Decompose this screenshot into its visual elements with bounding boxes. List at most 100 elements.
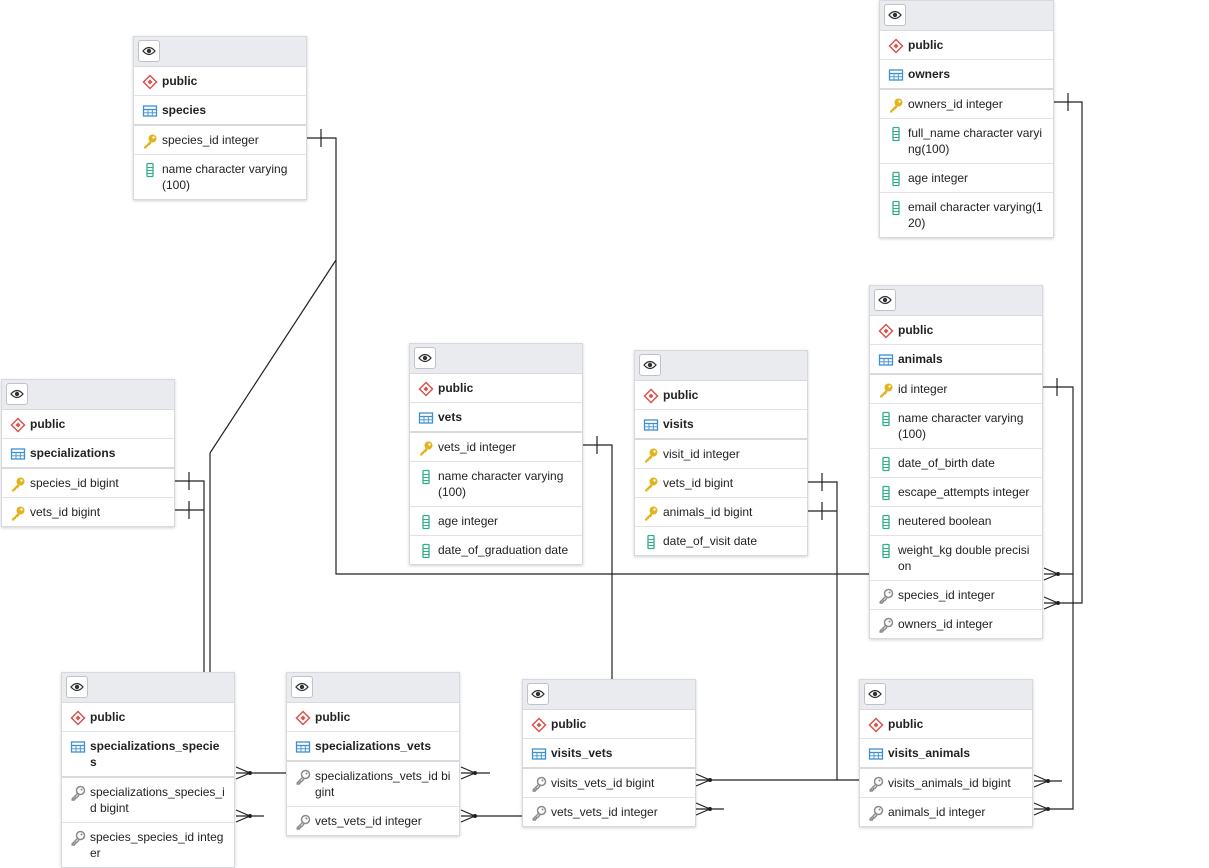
- table-specializations-species[interactable]: public specializations_species specializat…: [61, 672, 235, 868]
- schema-icon: [70, 710, 86, 726]
- column-row[interactable]: escape_attempts integer: [870, 478, 1042, 507]
- column-icon: [142, 162, 158, 178]
- column-row[interactable]: vets_id bigint: [635, 469, 807, 498]
- table-name: specializations_species: [90, 739, 220, 769]
- column-label: animals_id integer: [888, 805, 986, 819]
- link-spec-species-spec-vets: [235, 766, 287, 823]
- column-row[interactable]: full_name character varying(100): [880, 119, 1053, 164]
- link-spec-vets-visits-vets: [460, 766, 522, 823]
- column-icon: [643, 534, 659, 550]
- pk-key-icon: [888, 97, 904, 113]
- column-label: visits_vets_id bigint: [551, 776, 655, 790]
- fk-key-icon: [531, 805, 547, 821]
- table-name-row: specializations_vets: [287, 732, 459, 762]
- column-label: neutered boolean: [898, 514, 992, 528]
- column-row[interactable]: animals_id integer: [860, 798, 1032, 826]
- column-icon: [888, 126, 904, 142]
- table-icon: [888, 67, 904, 83]
- column-label: vets_vets_id integer: [551, 805, 658, 819]
- column-row[interactable]: vets_vets_id integer: [287, 807, 459, 835]
- column-row[interactable]: specializations_vets_id bigint: [287, 762, 459, 807]
- column-icon: [888, 171, 904, 187]
- column-label: age integer: [438, 514, 499, 528]
- eye-icon[interactable]: [138, 40, 160, 62]
- column-row[interactable]: name character varying(100): [870, 404, 1042, 449]
- eye-icon[interactable]: [291, 676, 313, 698]
- schema-row: public: [635, 381, 807, 410]
- column-row[interactable]: animals_id bigint: [635, 498, 807, 527]
- column-row[interactable]: date_of_graduation date: [410, 536, 582, 564]
- column-row[interactable]: weight_kg double precision: [870, 536, 1042, 581]
- table-name-row: species: [134, 96, 306, 126]
- eye-icon[interactable]: [884, 4, 906, 26]
- column-label: name character varying(100): [898, 411, 1024, 441]
- eye-icon[interactable]: [874, 289, 896, 311]
- column-row[interactable]: date_of_visit date: [635, 527, 807, 555]
- table-icon: [142, 103, 158, 119]
- eye-icon[interactable]: [6, 383, 28, 405]
- fk-key-icon: [295, 814, 311, 830]
- schema-row: public: [287, 703, 459, 732]
- eye-icon[interactable]: [527, 683, 549, 705]
- table-header: [635, 351, 807, 381]
- schema-icon: [418, 381, 434, 397]
- column-row[interactable]: name character varying(100): [134, 155, 306, 199]
- column-row[interactable]: species_species_id integer: [62, 823, 234, 867]
- fk-key-icon: [878, 588, 894, 604]
- link-vets-visits-vets: [583, 436, 613, 679]
- schema-name: public: [162, 74, 198, 88]
- column-icon: [418, 514, 434, 530]
- schema-icon: [142, 74, 158, 90]
- column-row[interactable]: id integer: [870, 375, 1042, 404]
- table-name-row: specializations: [2, 439, 174, 469]
- schema-row: public: [134, 67, 306, 96]
- pk-key-icon: [418, 440, 434, 456]
- column-row[interactable]: specializations_species_id bigint: [62, 778, 234, 823]
- table-icon: [643, 417, 659, 433]
- table-header: [62, 673, 234, 703]
- column-row[interactable]: neutered boolean: [870, 507, 1042, 536]
- table-header: [870, 286, 1042, 316]
- schema-row: public: [523, 710, 695, 739]
- table-header: [860, 680, 1032, 710]
- column-row[interactable]: age integer: [410, 507, 582, 536]
- table-name: animals: [898, 352, 943, 366]
- column-row[interactable]: age integer: [880, 164, 1053, 193]
- column-label: date_of_visit date: [663, 534, 758, 548]
- column-row[interactable]: owners_id integer: [870, 610, 1042, 638]
- column-row[interactable]: visits_vets_id bigint: [523, 769, 695, 798]
- column-label: vets_id bigint: [30, 505, 101, 519]
- pk-key-icon: [10, 505, 26, 521]
- column-row[interactable]: email character varying(120): [880, 193, 1053, 237]
- column-row[interactable]: vets_id bigint: [2, 498, 174, 526]
- fk-key-icon: [878, 617, 894, 633]
- column-row[interactable]: species_id integer: [870, 581, 1042, 610]
- column-row[interactable]: vets_id integer: [410, 433, 582, 462]
- column-icon: [878, 456, 894, 472]
- column-row[interactable]: species_id integer: [134, 126, 306, 155]
- table-icon: [10, 446, 26, 462]
- column-row[interactable]: owners_id integer: [880, 90, 1053, 119]
- column-row[interactable]: visits_animals_id bigint: [860, 769, 1032, 798]
- column-row[interactable]: species_id bigint: [2, 469, 174, 498]
- column-row[interactable]: date_of_birth date: [870, 449, 1042, 478]
- eye-icon[interactable]: [864, 683, 886, 705]
- column-row[interactable]: vets_vets_id integer: [523, 798, 695, 826]
- eye-icon[interactable]: [639, 354, 661, 376]
- schema-name: public: [90, 710, 126, 724]
- eye-icon[interactable]: [66, 676, 88, 698]
- column-row[interactable]: name character varying(100): [410, 462, 582, 507]
- eye-icon[interactable]: [414, 347, 436, 369]
- table-icon: [868, 746, 884, 762]
- column-row[interactable]: visit_id integer: [635, 440, 807, 469]
- table-header: [523, 680, 695, 710]
